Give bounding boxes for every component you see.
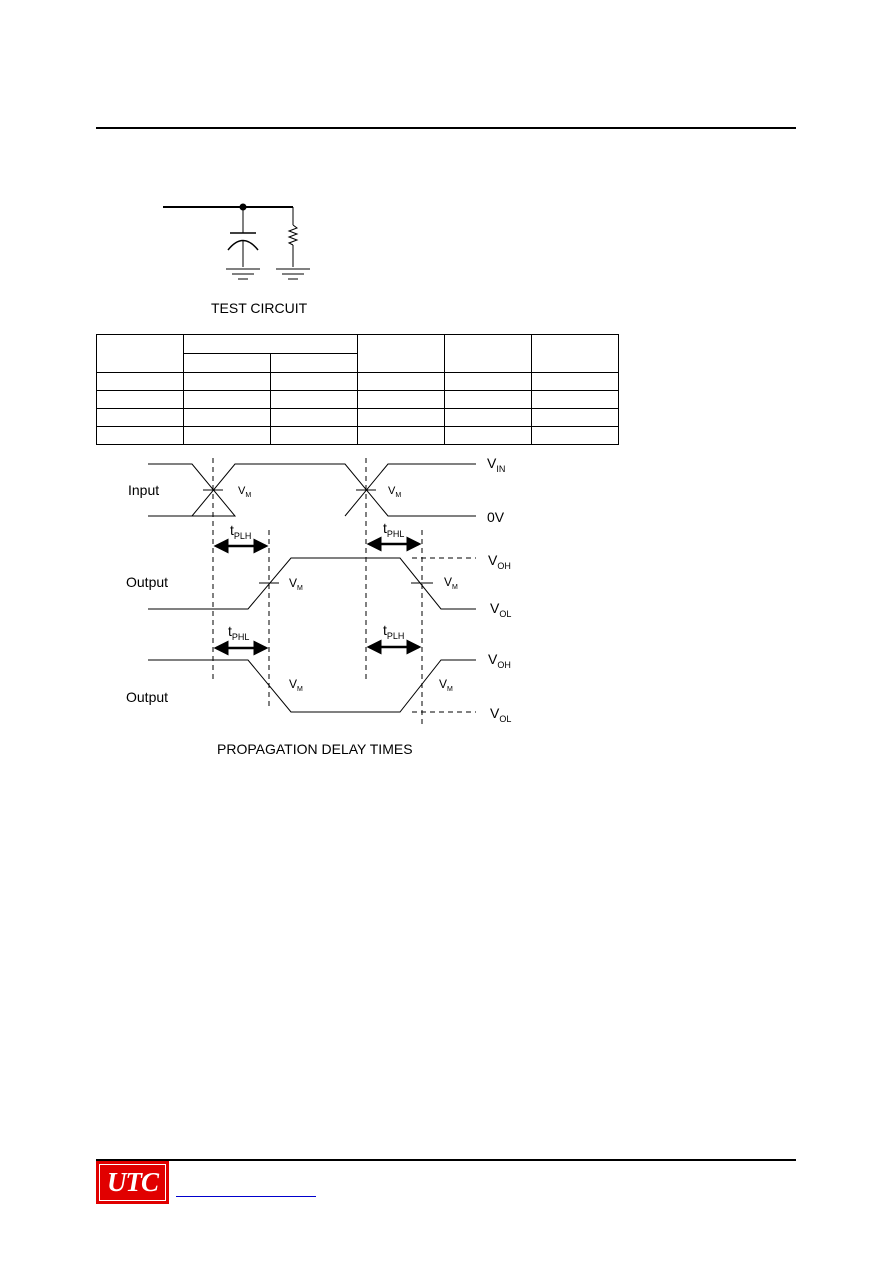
table-cell	[444, 390, 532, 409]
table-cell	[183, 372, 271, 391]
resistor-zigzag	[287, 224, 299, 246]
table-cell	[96, 372, 184, 391]
test-conditions-table	[96, 334, 619, 445]
table-cell	[444, 408, 532, 427]
table-cell	[357, 408, 445, 427]
vm-label-1: VM	[238, 485, 251, 499]
timing-caption: PROPAGATION DELAY TIMES	[217, 741, 413, 757]
vol-label-2: VOL	[490, 705, 511, 724]
table-cell	[357, 390, 445, 409]
tphl-label-1: tPHL	[383, 520, 404, 539]
tplh-label-1: tPLH	[230, 522, 251, 541]
vm-label-3: VM	[289, 576, 303, 592]
table-cell	[444, 334, 532, 373]
table-cell	[531, 390, 619, 409]
table-cell	[531, 334, 619, 373]
table-cell	[357, 334, 445, 373]
table-row	[97, 353, 619, 373]
logo-text: UTC	[107, 1167, 159, 1197]
vm-label-2: VM	[388, 485, 401, 499]
input-label: Input	[128, 482, 159, 498]
table-cell	[357, 426, 445, 445]
zero-v-label: 0V	[487, 509, 505, 525]
timing-diagram: Input Output Output VIN 0V VOH VOL VOH V…	[126, 455, 511, 725]
table-row	[96, 426, 619, 445]
capacitor-plate-bottom	[227, 239, 259, 251]
voh-label-1: VOH	[488, 552, 511, 571]
table-row	[96, 408, 619, 427]
table-cell	[531, 408, 619, 427]
vin-label: VIN	[487, 455, 505, 474]
table-cell	[444, 426, 532, 445]
vm-label-5: VM	[289, 677, 303, 693]
output2-wave	[148, 659, 476, 713]
table-cell	[444, 372, 532, 391]
logo-frame: UTC	[99, 1164, 166, 1201]
table-cell	[96, 334, 184, 373]
input-wave-c	[344, 463, 476, 517]
table-cell	[357, 372, 445, 391]
table-row	[96, 334, 619, 373]
utc-logo: UTC	[96, 1161, 169, 1204]
website-link[interactable]	[176, 1184, 316, 1197]
table-cell	[270, 372, 358, 391]
circuit-caption: TEST CIRCUIT	[211, 300, 308, 316]
table-cell	[531, 372, 619, 391]
table-cell	[96, 408, 184, 427]
output1-wave	[148, 557, 476, 610]
table-row	[96, 390, 619, 409]
table-cell	[96, 426, 184, 445]
table-cell	[270, 426, 358, 445]
table-cell	[270, 408, 358, 427]
vm-label-6: VM	[439, 677, 453, 693]
vm-label-4: VM	[444, 575, 458, 591]
voh-label-2: VOH	[488, 651, 511, 670]
vol-label-1: VOL	[490, 600, 511, 619]
output-label-2: Output	[126, 689, 168, 705]
table-cell	[270, 353, 358, 373]
table-cell	[183, 334, 358, 354]
table-cell	[270, 390, 358, 409]
output-label-1: Output	[126, 574, 168, 590]
footer-rule	[96, 1159, 796, 1161]
tplh-label-2: tPLH	[383, 622, 404, 641]
table-cell	[183, 390, 271, 409]
table-cell	[183, 353, 271, 373]
test-circuit-diagram	[163, 203, 310, 280]
table-cell	[96, 390, 184, 409]
input-wave-b	[148, 463, 476, 517]
table-cell	[183, 408, 271, 427]
table-row	[96, 372, 619, 391]
table-cell	[183, 426, 271, 445]
tphl-label-2: tPHL	[228, 623, 249, 642]
table-cell	[531, 426, 619, 445]
header-rule	[96, 127, 796, 129]
